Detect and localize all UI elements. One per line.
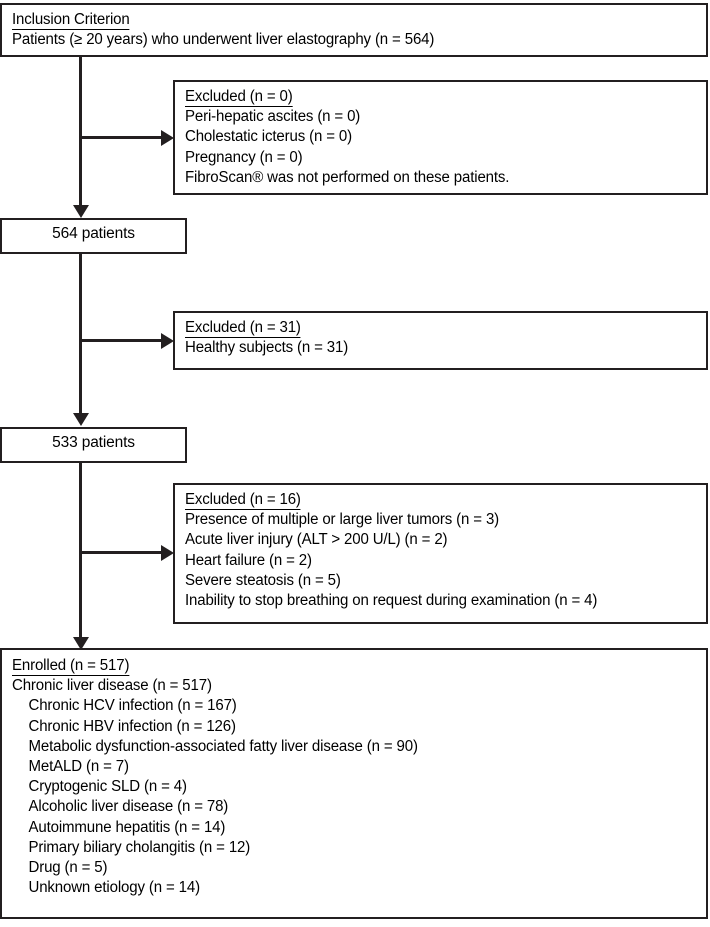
enrolled-heading: Enrolled (n = 517): [12, 657, 130, 676]
etiology-item-10: Unknown etiology (n = 14): [28, 879, 200, 897]
etiology-item-4: MetALD (n = 7): [28, 758, 129, 776]
enrolled-box: Enrolled (n = 517) Chronic liver disease…: [0, 648, 708, 919]
branch-line-excluded-2: [79, 339, 163, 342]
branch-line-excluded-1: [79, 136, 163, 139]
inclusion-heading-wrap: Inclusion Criterion: [12, 10, 706, 30]
excluded-3-line-4: Severe steatosis (n = 5): [185, 571, 341, 589]
arrow-right-excluded-3: [161, 545, 174, 561]
cohort-1-label: 564 patients: [52, 225, 135, 242]
excluded-2-line-1: Healthy subjects (n = 31): [185, 339, 349, 357]
cohort-2-box: 533 patients: [0, 427, 187, 463]
branch-line-excluded-3: [79, 551, 163, 554]
excluded-1-line-2: Cholestatic icterus (n = 0): [185, 128, 352, 146]
excluded-1-heading: Excluded (n = 0): [185, 88, 293, 107]
etiology-item-6: Alcoholic liver disease (n = 78): [28, 798, 229, 816]
excluded-2-heading-wrap: Excluded (n = 31): [185, 318, 706, 338]
excluded-3-heading-wrap: Excluded (n = 16): [185, 490, 706, 510]
inclusion-criterion-box: Inclusion Criterion Patients (≥ 20 years…: [0, 3, 708, 57]
excluded-3-box: Excluded (n = 16) Presence of multiple o…: [173, 483, 708, 624]
etiology-item-2: Chronic HBV infection (n = 126): [28, 717, 236, 735]
excluded-1-line-1: Peri-hepatic ascites (n = 0): [185, 108, 361, 126]
arrow-right-excluded-2: [161, 333, 174, 349]
trunk-line-2: [79, 254, 82, 416]
excluded-3-line-3: Heart failure (n = 2): [185, 551, 312, 569]
excluded-2-heading: Excluded (n = 31): [185, 319, 301, 338]
excluded-3-heading: Excluded (n = 16): [185, 491, 301, 510]
arrow-down-to-cohort-2: [73, 413, 89, 426]
cohort-2-label: 533 patients: [52, 434, 135, 451]
excluded-2-box: Excluded (n = 31) Healthy subjects (n = …: [173, 311, 708, 370]
excluded-1-box: Excluded (n = 0) Peri-hepatic ascites (n…: [173, 80, 708, 195]
arrow-down-to-cohort-1: [73, 205, 89, 218]
excluded-3-line-5: Inability to stop breathing on request d…: [185, 592, 598, 610]
enrolled-heading-wrap: Enrolled (n = 517): [12, 656, 706, 676]
cohort-1-box: 564 patients: [0, 218, 187, 254]
etiology-item-8: Primary biliary cholangitis (n = 12): [28, 838, 251, 856]
etiology-item-3: Metabolic dysfunction-associated fatty l…: [28, 737, 418, 755]
trunk-line-1: [79, 57, 82, 212]
excluded-3-line-1: Presence of multiple or large liver tumo…: [185, 511, 500, 529]
excluded-1-line-3: Pregnancy (n = 0): [185, 148, 303, 166]
inclusion-line-1: Patients (≥ 20 years) who underwent live…: [12, 31, 435, 49]
etiology-item-9: Drug (n = 5): [28, 859, 108, 877]
inclusion-heading: Inclusion Criterion: [12, 11, 130, 30]
excluded-3-line-2: Acute liver injury (ALT > 200 U/L) (n = …: [185, 531, 448, 549]
arrow-down-to-enrolled: [73, 637, 89, 650]
excluded-1-line-4: FibroScan® was not performed on these pa…: [185, 168, 510, 186]
etiology-item-5: Cryptogenic SLD (n = 4): [28, 778, 187, 796]
enrolled-primary-diagnosis: Chronic liver disease (n = 517): [12, 677, 212, 695]
excluded-1-heading-wrap: Excluded (n = 0): [185, 87, 706, 107]
etiology-item-1: Chronic HCV infection (n = 167): [28, 697, 237, 715]
etiology-item-7: Autoimmune hepatitis (n = 14): [28, 818, 226, 836]
arrow-right-excluded-1: [161, 130, 174, 146]
